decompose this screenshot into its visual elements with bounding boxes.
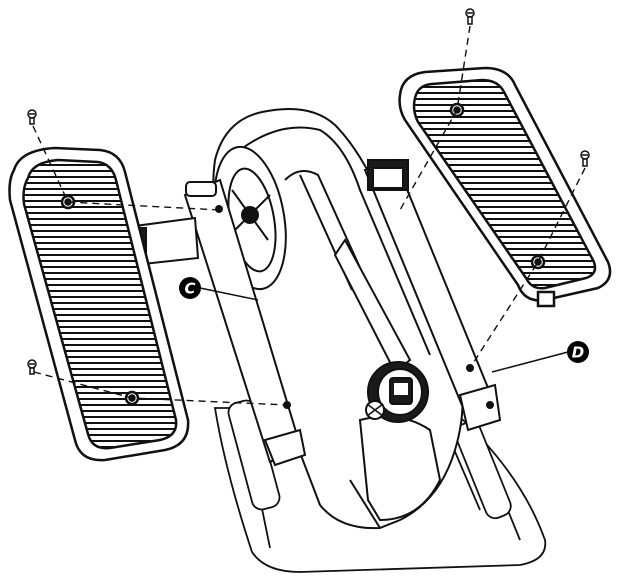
screw-top-right-icon	[465, 8, 475, 25]
screw-left-top-icon	[27, 109, 37, 125]
right-arm	[363, 158, 502, 432]
right-pedal	[398, 66, 612, 308]
left-arm	[183, 178, 307, 467]
left-pedal	[8, 146, 190, 462]
callout-c: C	[179, 277, 259, 301]
callout-d-label: D	[572, 344, 584, 362]
callout-c-label: C	[184, 280, 195, 298]
screw-right-mid-icon	[580, 150, 590, 167]
callout-d: D	[491, 341, 589, 373]
screw-left-bottom-icon	[27, 359, 37, 375]
display-console	[365, 361, 429, 423]
assembly-guide-lines	[32, 25, 586, 406]
screw-icon	[27, 8, 590, 375]
